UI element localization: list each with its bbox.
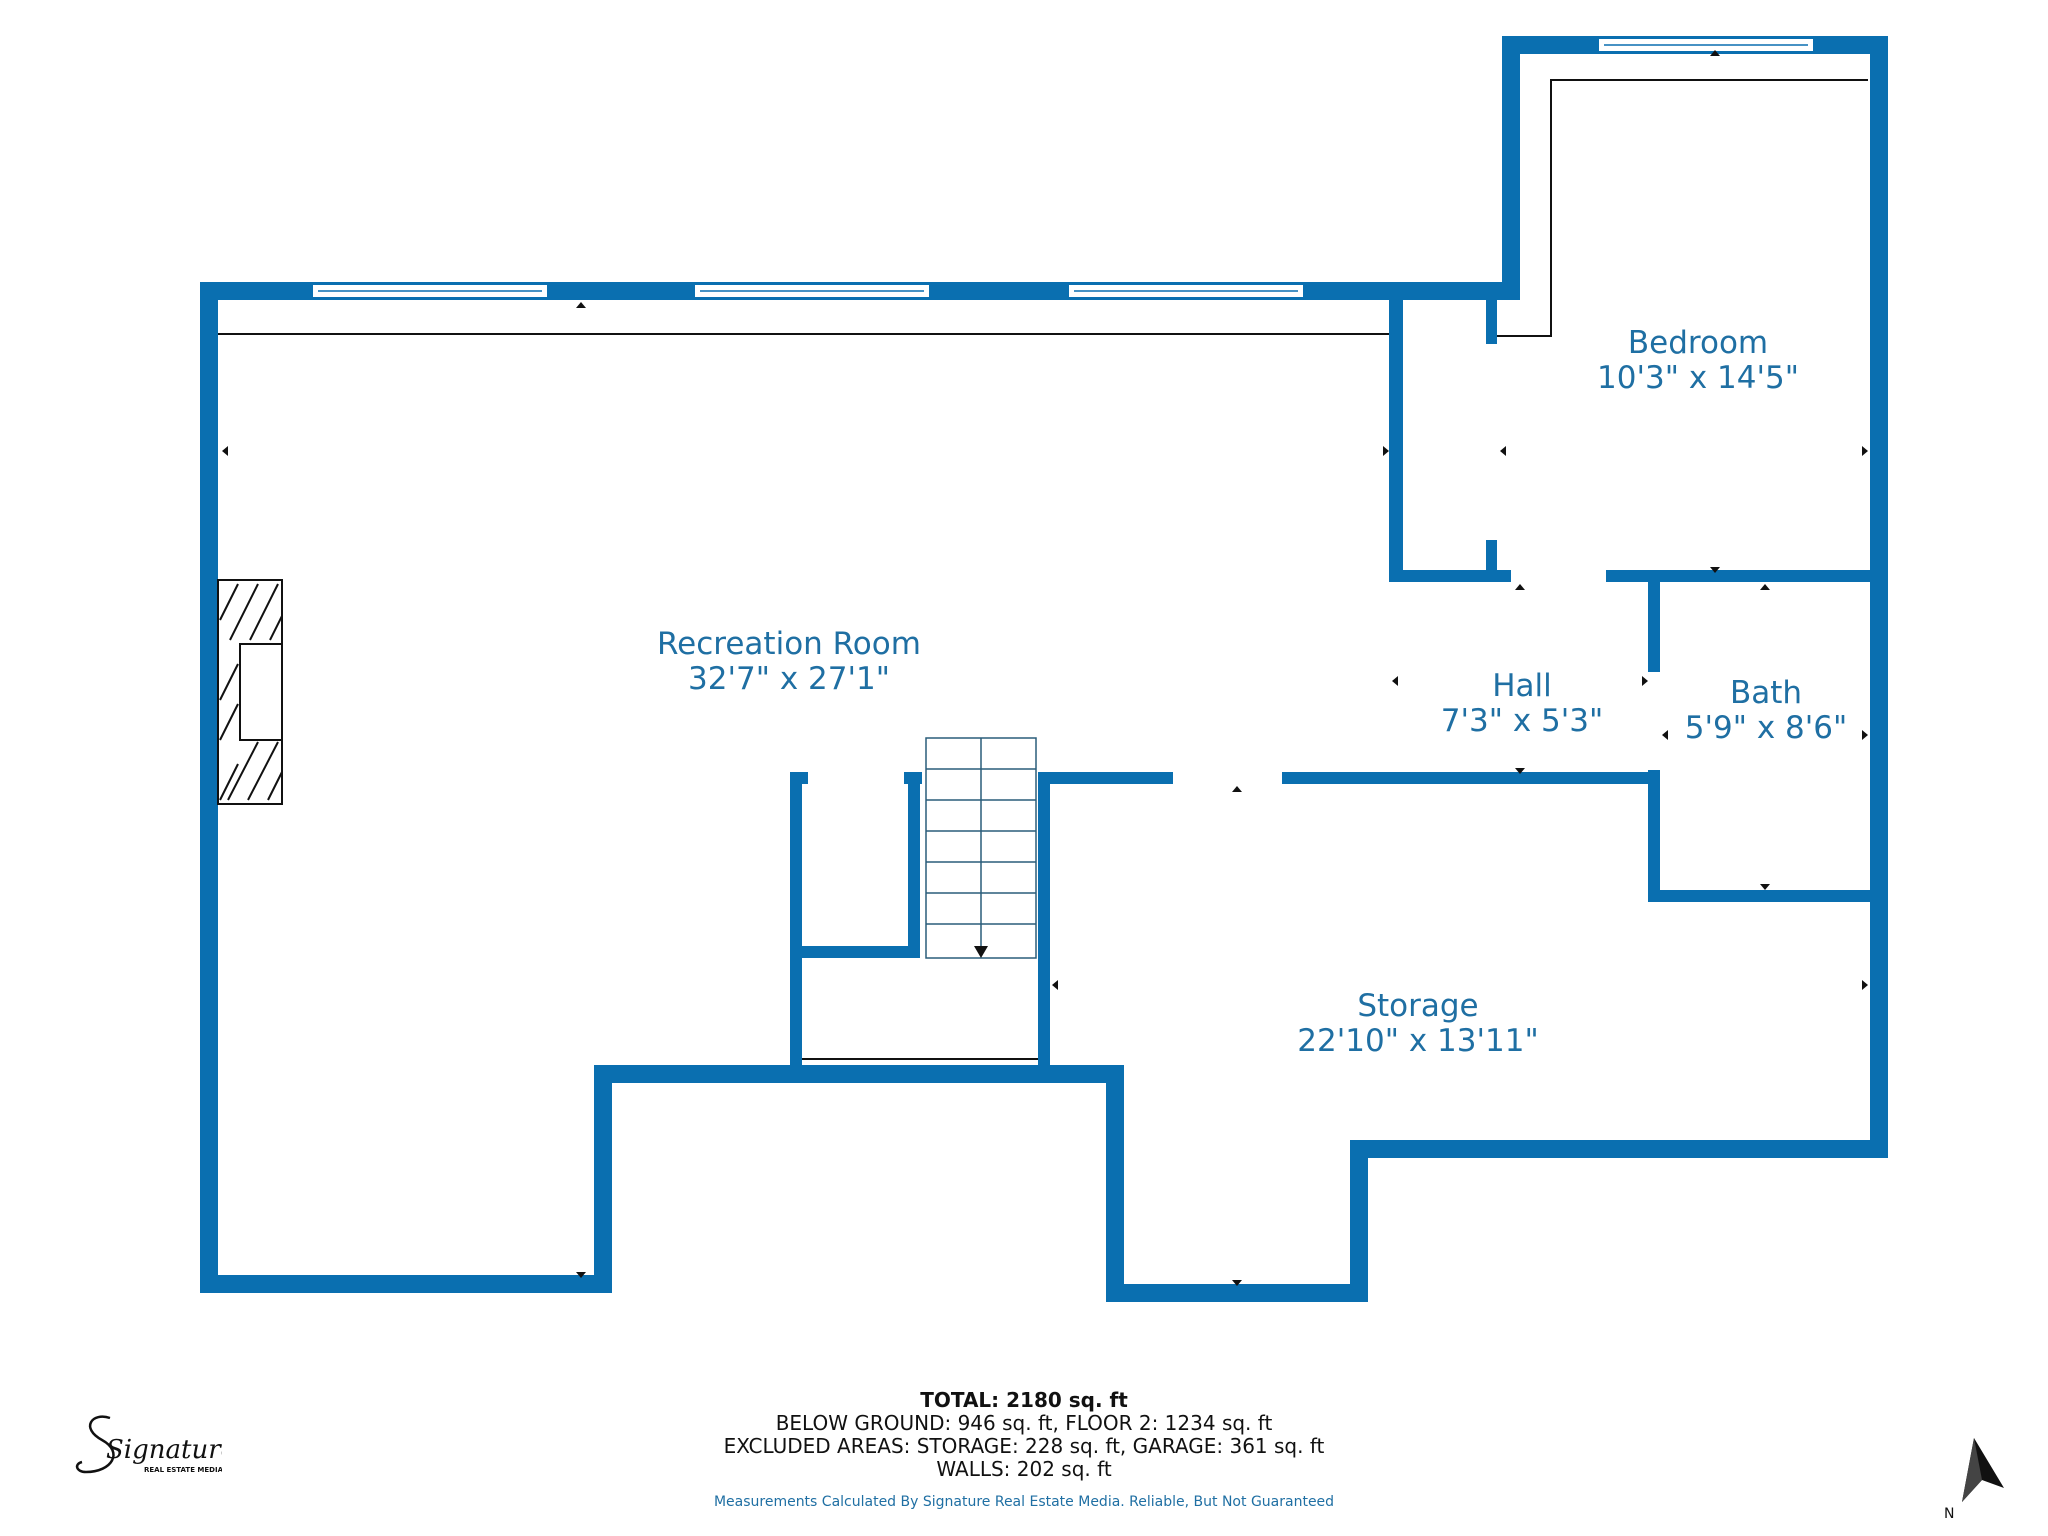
room-name-bedroom: Bedroom	[1628, 325, 1768, 361]
svg-text:N: N	[1944, 1506, 1954, 1520]
total-area: TOTAL: 2180 sq. ft	[920, 1388, 1128, 1412]
wall-stair-inner	[908, 772, 920, 958]
wall-closet-bedroom-a	[1486, 300, 1497, 344]
room-dims-bedroom: 10'3" x 14'5"	[1597, 360, 1799, 396]
wall-bedroom-left	[1502, 36, 1520, 300]
room-name-bath: Bath	[1730, 675, 1802, 711]
wall-storage-top-a	[1038, 772, 1173, 784]
svg-text:REAL ESTATE MEDIA: REAL ESTATE MEDIA	[144, 1466, 222, 1474]
wall-closet-left	[1389, 300, 1403, 582]
stairs	[925, 737, 1037, 959]
wall-closet-bedroom-b	[1486, 540, 1497, 582]
wall-bottom-storage	[1106, 1284, 1368, 1302]
area-breakdown: BELOW GROUND: 946 sq. ft, FLOOR 2: 1234 …	[775, 1411, 1273, 1435]
wall-bath-bottom	[1648, 890, 1888, 902]
wall-notch-top	[594, 1065, 1124, 1083]
room-name-hall: Hall	[1492, 668, 1552, 704]
signature-logo: Signature REAL ESTATE MEDIA	[75, 1415, 222, 1474]
svg-text:Signature: Signature	[106, 1435, 222, 1465]
wall-stair-shelf	[790, 946, 920, 958]
wall-closet-bottom	[1389, 570, 1511, 582]
wall-stair-left	[790, 772, 802, 1072]
measurement-disclaimer: Measurements Calculated By Signature Rea…	[713, 1494, 1335, 1510]
wall-bath-left-lower	[1648, 770, 1660, 902]
wall-storage-top-b	[1282, 772, 1660, 784]
fireplace-icon	[217, 579, 283, 805]
room-name-recreation: Recreation Room	[657, 626, 921, 662]
wall-notch-left	[594, 1065, 612, 1293]
room-dims-hall: 7'3" x 5'3"	[1441, 703, 1604, 739]
wall-left	[200, 282, 218, 1293]
room-labels: Recreation Room 32'7" x 27'1" Bedroom 10…	[657, 325, 1847, 1059]
dimension-markers	[222, 50, 1868, 1286]
room-dims-recreation: 32'7" x 27'1"	[688, 661, 890, 697]
wall-storage-step-top	[1350, 1140, 1888, 1158]
room-dims-storage: 22'10" x 13'11"	[1297, 1023, 1538, 1059]
wall-bath-left-upper	[1648, 582, 1660, 672]
wall-notch-right	[1106, 1065, 1124, 1302]
room-dims-bath: 5'9" x 8'6"	[1685, 710, 1848, 746]
wall-bedroom-bottom	[1606, 570, 1888, 582]
wall-right	[1870, 36, 1888, 1158]
windows	[311, 37, 1815, 299]
room-name-storage: Storage	[1357, 988, 1478, 1024]
interior-lines	[218, 79, 1868, 1060]
walls	[200, 36, 1888, 1302]
walls-area: WALLS: 202 sq. ft	[936, 1457, 1112, 1481]
wall-stair-top-a	[790, 772, 808, 784]
excluded-areas: EXCLUDED AREAS: STORAGE: 228 sq. ft, GAR…	[723, 1434, 1325, 1458]
wall-storage-step-left	[1350, 1140, 1368, 1302]
north-arrow-icon: N	[1944, 1438, 2004, 1520]
wall-stair-right	[1038, 772, 1050, 1072]
wall-bottom-left	[200, 1275, 610, 1293]
